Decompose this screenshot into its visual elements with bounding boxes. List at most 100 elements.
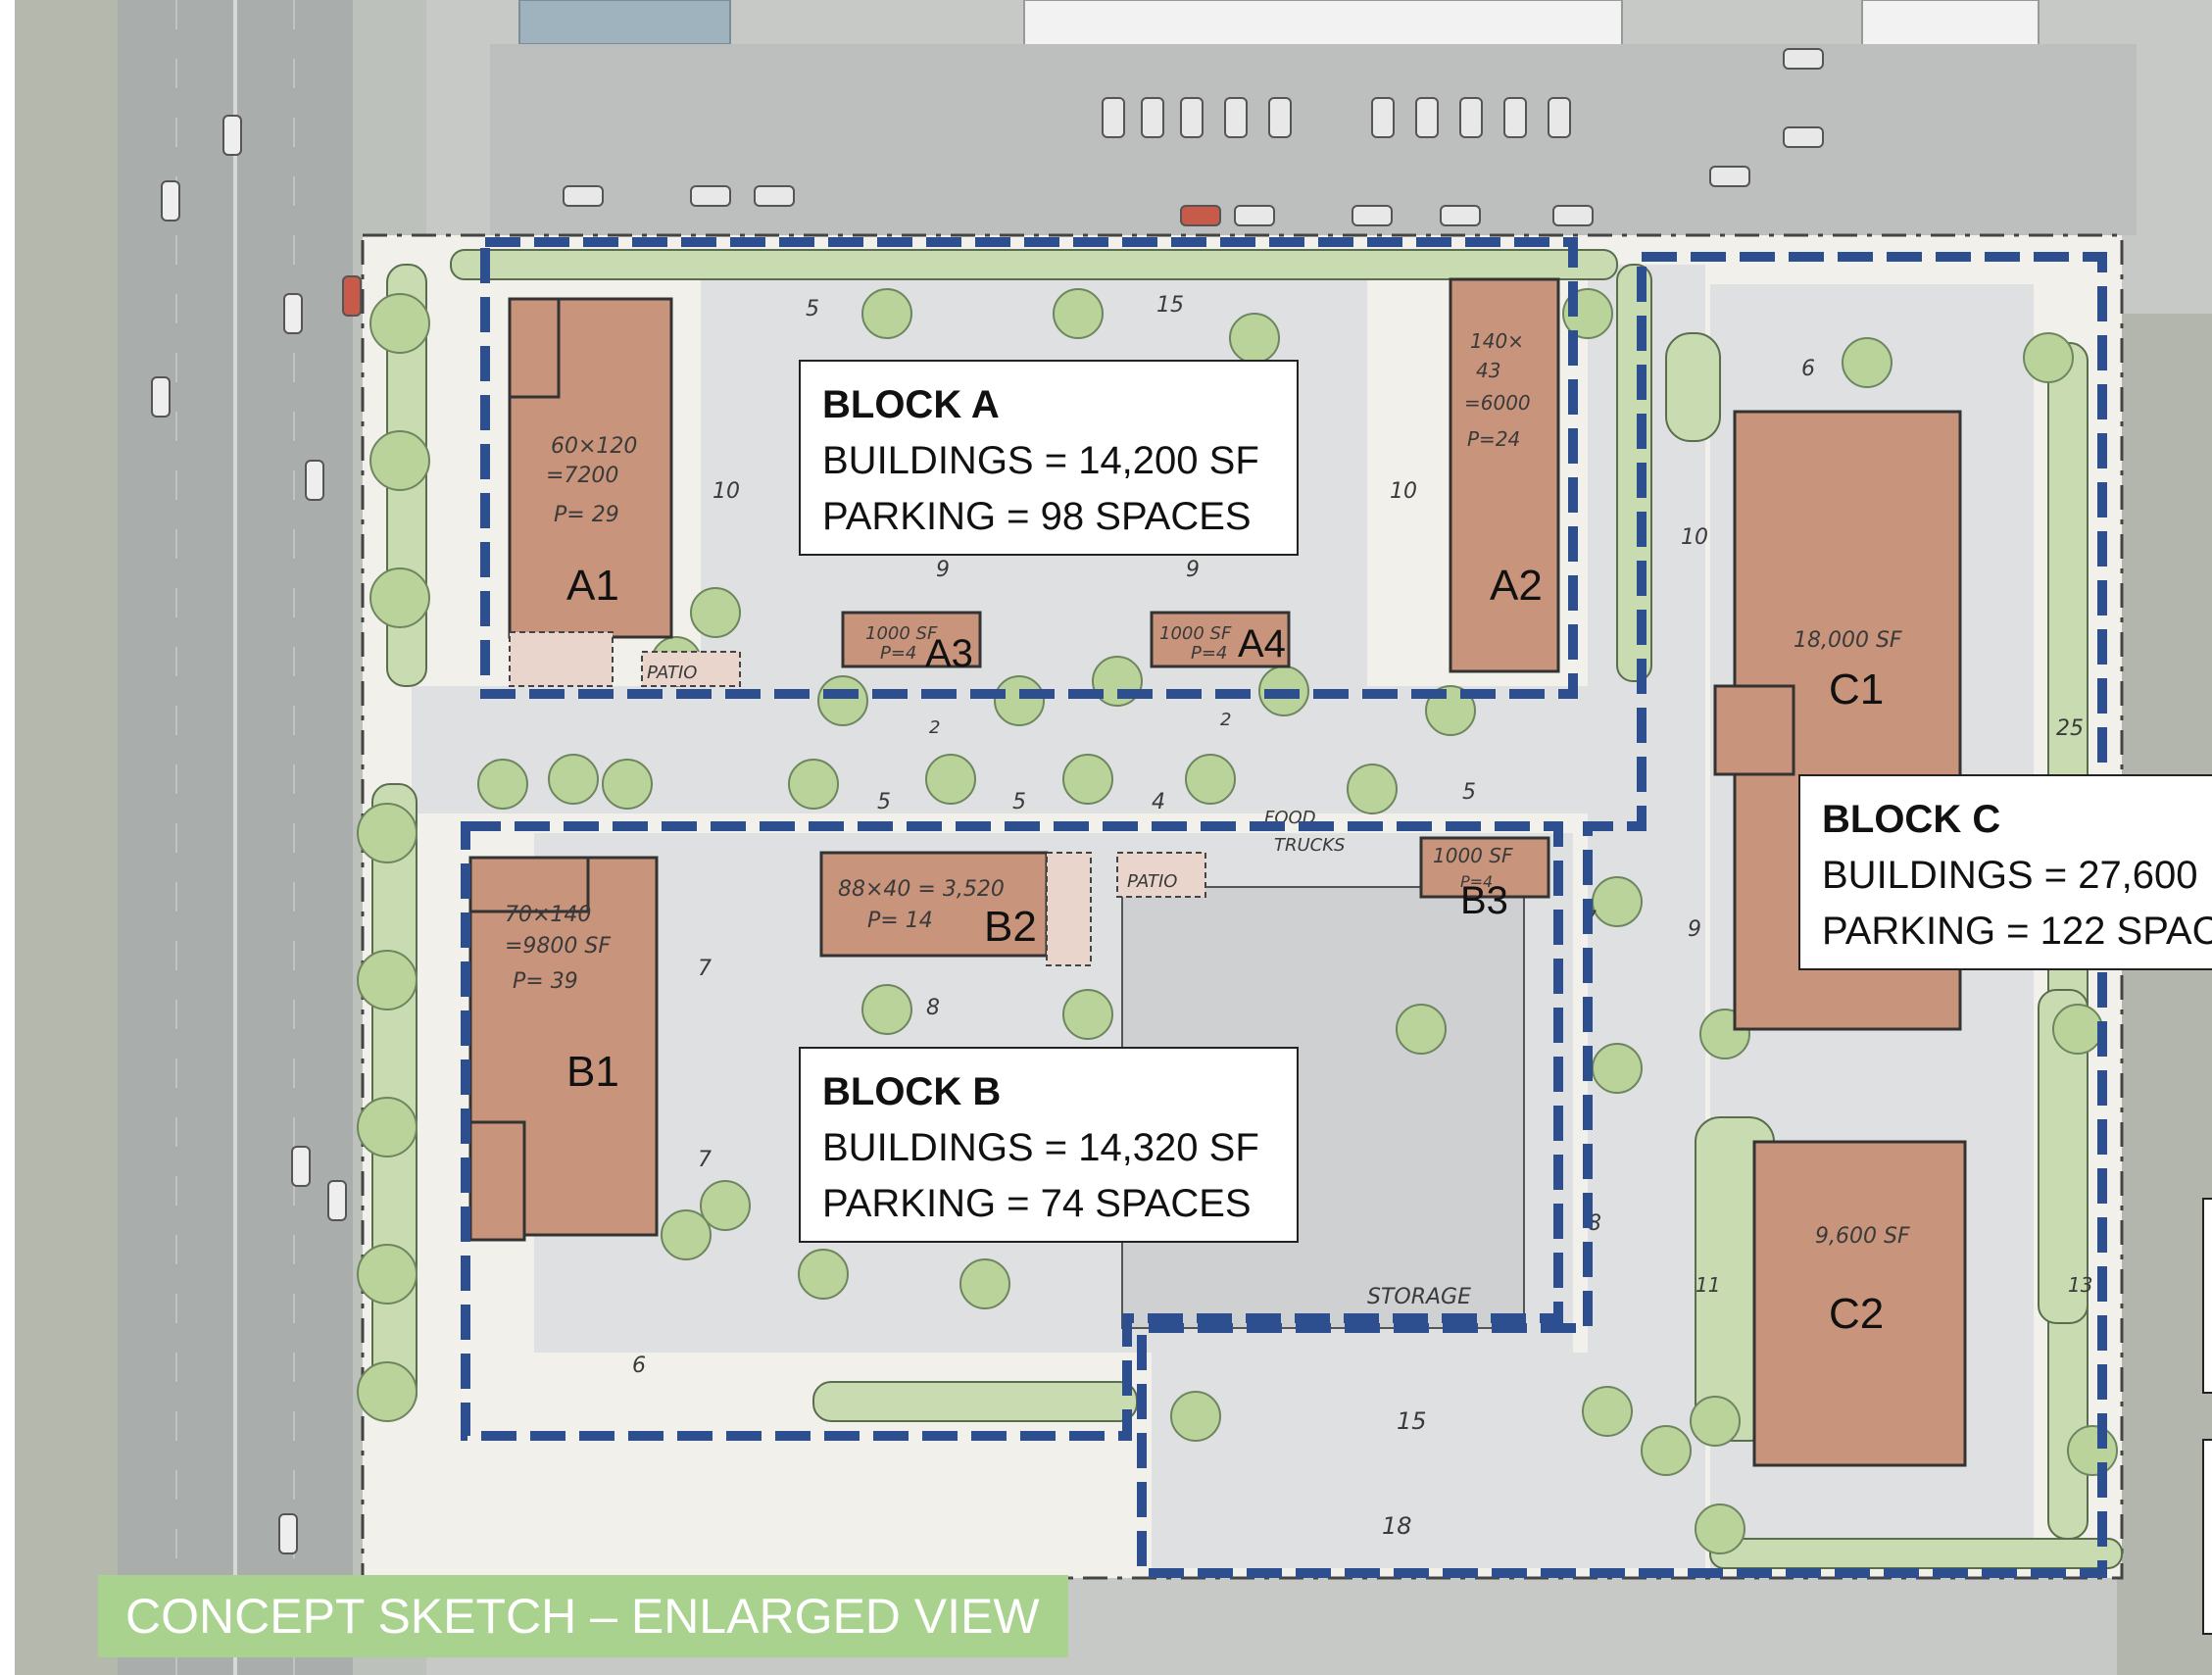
- c1-note-area: 18,000 SF: [1794, 628, 1902, 653]
- building-a2: [1449, 277, 1560, 673]
- highway-cars: [151, 115, 347, 1554]
- block-b-parking: PARKING = 74 SPACES: [822, 1182, 1252, 1225]
- a4-note-area: 1000 SF: [1159, 623, 1232, 644]
- a3-label: A3: [925, 632, 973, 675]
- parking-count: 13: [2068, 1273, 2092, 1297]
- parking-count: 5: [1012, 790, 1026, 814]
- c2-label: C2: [1829, 1290, 1884, 1338]
- parking-count: 5: [877, 790, 891, 814]
- b2-note-area: 88×40 = 3,520: [838, 877, 1005, 902]
- parking-count: 11: [1696, 1273, 1720, 1297]
- parking-count: 15: [1156, 293, 1184, 318]
- block-a-boundary: [480, 237, 1578, 699]
- building-b1-wing-bottom: [468, 1120, 526, 1242]
- highway-car: [161, 180, 180, 222]
- patio-a-label: PATIO: [647, 663, 697, 683]
- parking-count: 10: [1681, 525, 1708, 550]
- c1-label: C1: [1829, 665, 1884, 714]
- parking-count: 5: [806, 297, 819, 321]
- block-a-info: BLOCK A BUILDINGS = 14,200 SF PARKING = …: [799, 360, 1299, 556]
- a2-note-parking: P=24: [1467, 427, 1520, 451]
- parking-count: 25: [2056, 716, 2084, 741]
- b3-note-parking: P=4: [1460, 872, 1493, 891]
- a1-note-parking: P= 29: [554, 503, 619, 527]
- a4-label: A4: [1238, 622, 1286, 665]
- trees: [357, 288, 2118, 1554]
- parking-count-notes: 5 15 10 10 9 9 2 2 5 5 4 5 6 10 25 9 11 …: [632, 293, 2092, 1540]
- b3-note-area: 1000 SF: [1433, 844, 1513, 867]
- north-parking-lot: [490, 44, 2137, 235]
- block-b-boundary: [461, 821, 1563, 1441]
- north-building-3: [518, 0, 731, 45]
- buildings: [468, 277, 1967, 1467]
- highway-car: [278, 1513, 298, 1554]
- storage-label: STORAGE: [1367, 1285, 1471, 1309]
- parking-count: 10: [713, 479, 740, 504]
- parking-count: 18: [1382, 1512, 1412, 1540]
- block-b-info: BLOCK B BUILDINGS = 14,320 SF PARKING = …: [799, 1047, 1299, 1243]
- a2-note-area: =6000: [1464, 391, 1531, 415]
- block-b-title: BLOCK B: [822, 1070, 1002, 1113]
- c2-note-area: 9,600 SF: [1815, 1224, 1910, 1249]
- b1-note-parking: P= 39: [513, 969, 578, 994]
- parking-count: 7: [698, 957, 712, 981]
- block-a-title: BLOCK A: [822, 383, 1000, 426]
- building-b1: [468, 856, 659, 1237]
- block-a-buildings: BUILDINGS = 14,200 SF: [822, 439, 1259, 482]
- block-c-boundary: [1137, 252, 2107, 1578]
- a3-note-area: 1000 SF: [865, 623, 938, 644]
- b1-note-area: =9800 SF: [505, 934, 611, 959]
- a2-note-depth: 43: [1476, 359, 1500, 382]
- parking-count: 4: [1152, 790, 1165, 814]
- north-parked-cars: [563, 48, 1824, 226]
- patio-b-label: PATIO: [1127, 871, 1177, 892]
- parking-count: 9: [936, 558, 950, 582]
- b2-label: B2: [984, 903, 1037, 951]
- b3-label: B3: [1460, 879, 1508, 922]
- building-c1-wing: [1713, 684, 1795, 776]
- a2-label: A2: [1490, 562, 1543, 610]
- a4-note-parking: P=4: [1191, 643, 1227, 664]
- highway-car: [283, 293, 303, 334]
- highway-car: [222, 115, 242, 156]
- block-b-buildings: BUILDINGS = 14,320 SF: [822, 1126, 1259, 1169]
- east-woodland: [2117, 314, 2212, 1675]
- food-trucks-label-2: TRUCKS: [1274, 835, 1345, 856]
- block-boundaries: [461, 237, 2107, 1578]
- offscreen-box-2: [2202, 1439, 2212, 1635]
- building-a1-wing: [508, 297, 561, 399]
- highway-car-red: [342, 275, 362, 317]
- building-a4: [1150, 611, 1291, 668]
- parking-count: 2: [1220, 710, 1231, 730]
- building-a3: [841, 611, 982, 668]
- parking-count: 5: [1462, 780, 1476, 805]
- block-c-buildings: BUILDINGS = 27,600: [1822, 854, 2198, 897]
- block-a-parking: PARKING = 98 SPACES: [822, 495, 1252, 538]
- highway-car: [305, 460, 324, 501]
- b1-label: B1: [566, 1048, 619, 1096]
- a1-note-dimensions: 60×120: [551, 434, 637, 459]
- block-c-info: BLOCK C BUILDINGS = 27,600 PARKING = 122…: [1798, 774, 2212, 970]
- parking-count: 2: [929, 717, 940, 738]
- a2-note-dimensions: 140×: [1470, 329, 1524, 353]
- parking-count: 10: [1390, 479, 1417, 504]
- a3-note-parking: P=4: [880, 643, 916, 664]
- a1-note-area: =7200: [546, 464, 618, 488]
- b1-note-dimensions: 70×140: [505, 903, 591, 927]
- patios: [509, 631, 1206, 966]
- parking-count: 7: [698, 1148, 712, 1172]
- highway-car: [151, 376, 171, 418]
- concept-sketch-banner: CONCEPT SKETCH – ENLARGED VIEW: [98, 1575, 1068, 1657]
- highway-car: [291, 1146, 311, 1187]
- building-c2: [1752, 1140, 1967, 1467]
- block-c-title: BLOCK C: [1822, 798, 2001, 841]
- highway-car: [327, 1180, 347, 1221]
- a1-label: A1: [566, 562, 619, 610]
- west-woodland: [15, 0, 127, 1675]
- parking-count: 6: [632, 1354, 646, 1378]
- north-car-red: [1180, 205, 1221, 226]
- building-b2: [819, 851, 1049, 958]
- parking-count: 8: [926, 996, 940, 1020]
